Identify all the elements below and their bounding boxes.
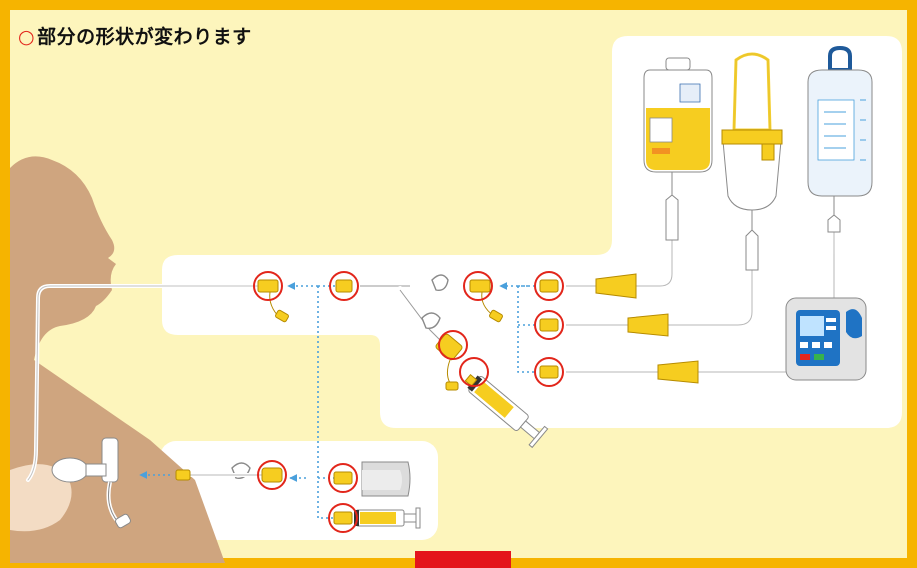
syringe-large: [464, 373, 549, 449]
highlight-circles: [253, 271, 564, 533]
highlight-circle: [257, 460, 287, 490]
enteral-connectors: [175, 273, 699, 525]
drainage-bag: [807, 45, 873, 233]
gravity-feed-container: [721, 52, 783, 271]
highlight-circle: [534, 271, 564, 301]
title-text: 部分の形状が変わります: [37, 26, 252, 48]
red-block: [415, 551, 511, 568]
gastrostomy-tube: [51, 437, 131, 529]
syringe-small: [354, 507, 421, 529]
highlight-circle: [329, 271, 359, 301]
infusion-pump: [785, 297, 867, 381]
highlight-circle: [463, 271, 493, 301]
highlight-circle: [328, 463, 358, 493]
chest-highlight: [10, 464, 72, 532]
highlight-circle: [438, 330, 468, 360]
main-white-panel: [162, 36, 902, 428]
highlight-circle: [253, 271, 283, 301]
page-title: ○部分の形状が変わります: [18, 22, 252, 49]
highlight-circle: [534, 357, 564, 387]
highlight-circle: [328, 503, 358, 533]
highlight-circle: [534, 310, 564, 340]
enteral-nutrition-bag: [643, 57, 713, 241]
highlight-circle: [459, 357, 489, 387]
title-marker: ○: [18, 26, 36, 48]
nutrition-pouch: [361, 461, 411, 497]
